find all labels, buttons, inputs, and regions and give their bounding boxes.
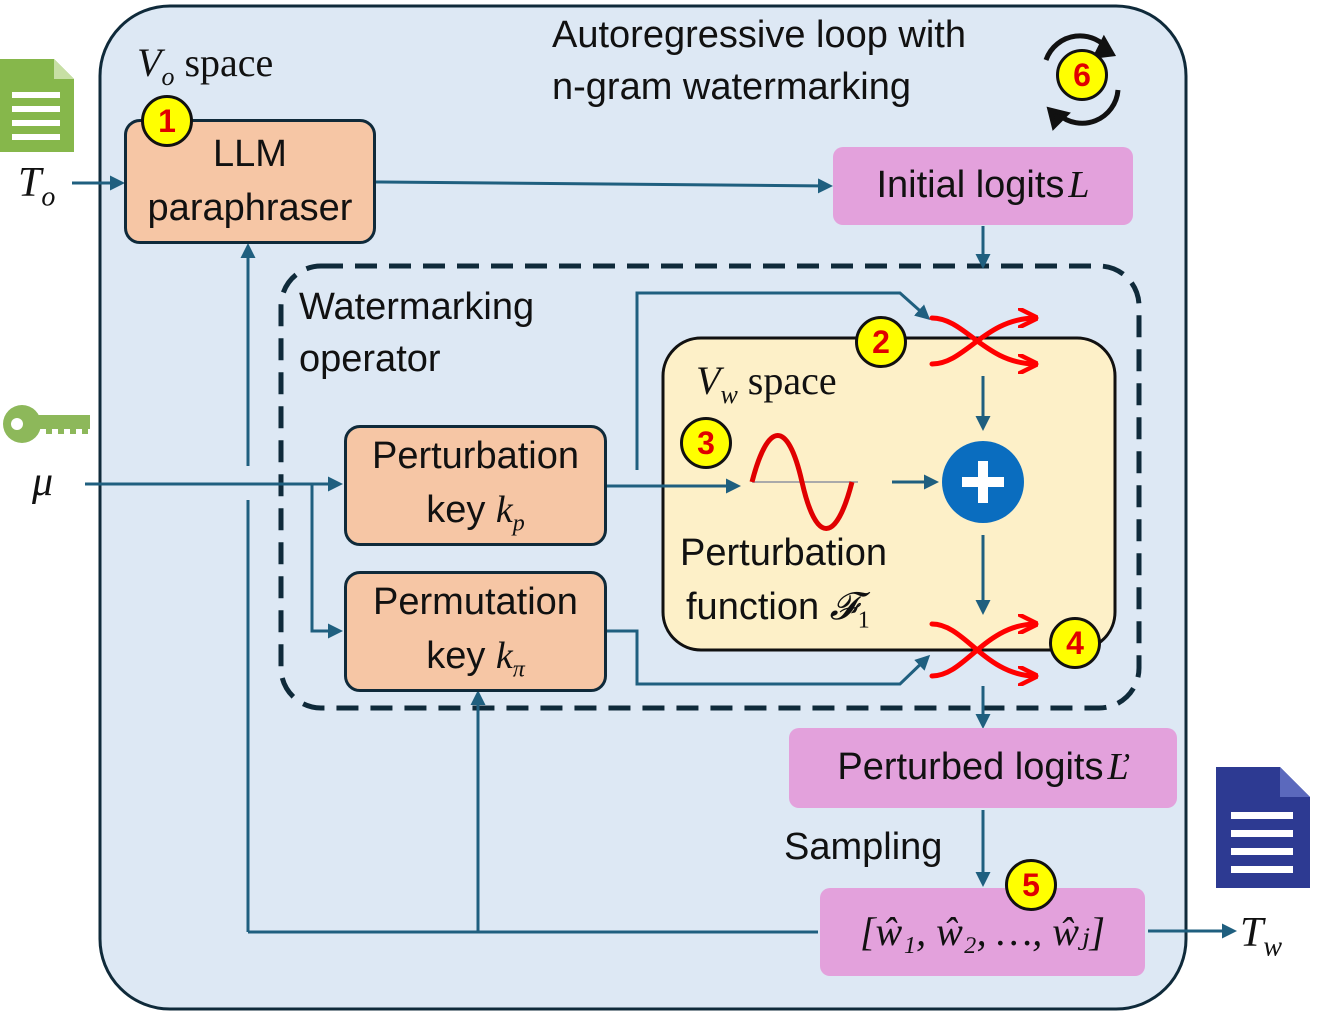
perturbation-key-box: Perturbation key kp [344,425,607,546]
perm-key-subscript: π [512,656,525,683]
sine-wave-icon [749,433,858,531]
permutation-bottom-icon [929,624,1039,676]
connector-arrows [72,175,1237,939]
tw-symbol: T [1240,910,1264,956]
step-badge-4: 4 [1049,617,1101,669]
sampling-label: Sampling [784,826,943,868]
vw-space-word: space [737,358,837,403]
pert-key-symbol: k [495,488,513,531]
output-document-icon [1216,767,1310,888]
loop-arrows-icon [1043,33,1121,131]
vo-space-label: Vo space [137,40,273,92]
step-badge-3: 3 [680,417,732,469]
diagram-title-line-2: n-gram watermarking [552,66,911,108]
initial-logits-text: Initial logits [876,164,1065,207]
pert-key-subscript: p [512,510,525,537]
perturbation-function-line-1: Perturbation [680,532,888,574]
initial-logits-symbol: L [1068,164,1090,207]
step-badge-6: 6 [1056,49,1108,101]
permutation-top-icon [929,318,1039,364]
perm-key-line-1: Permutation [373,581,578,624]
watermarking-operator-boundary [278,263,1142,711]
vw-space-label: Vw space [696,358,837,410]
step-badge-1: 1 [141,95,193,147]
vo-space-word: space [174,40,274,85]
pert-key-line-2: key kp [426,484,525,541]
sampled-tokens-text: [ŵ₁, ŵ₂, …, ŵⱼ] [859,909,1106,954]
input-document-icon [0,59,74,152]
perturbed-logits-box: Perturbed logits Ľ [789,728,1177,808]
pert-key-word: key [426,488,496,531]
diagram-title-line-1: Autoregressive loop with [552,14,966,56]
sampled-tokens-box: [ŵ₁, ŵ₂, …, ŵⱼ] [820,888,1145,976]
permutation-key-box: Permutation key kπ [344,571,607,692]
perm-key-line-2: key kπ [426,630,525,687]
llm-paraphraser-box: LLM paraphraser [124,119,376,244]
perm-key-symbol: k [495,634,513,677]
to-subscript: o [41,181,56,213]
vw-subscript: w [720,380,738,409]
pert-func-word: function [686,586,830,628]
vw-symbol: V [696,358,721,403]
perm-key-word: key [426,634,496,677]
step-badge-2: 2 [855,316,907,368]
watermarking-operator-line-1: Watermarking [299,286,535,328]
tw-subscript: w [1263,931,1283,963]
watermarking-operator-line-2: operator [299,338,441,380]
perturbed-logits-symbol: Ľ [1107,746,1129,789]
output-text-label: Tw [1240,908,1282,964]
llm-line-2: paraphraser [147,186,353,229]
pert-func-subscript: 1 [857,607,870,634]
step-badge-5: 5 [1005,859,1057,911]
perturbed-logits-text: Perturbed logits [837,746,1104,789]
pert-func-symbol: 𝓕 [829,586,858,628]
input-text-label: To [18,158,55,214]
mu-label: μ [32,459,54,505]
key-icon [3,405,90,443]
to-symbol: T [18,160,42,206]
vo-subscript: o [161,62,175,91]
vo-symbol: V [137,40,162,85]
plus-icon [942,441,1024,523]
perturbation-function-line-2: function 𝓕1 [686,586,870,635]
llm-line-1: LLM [213,133,287,176]
initial-logits-box: Initial logits L [833,147,1133,225]
pert-key-line-1: Perturbation [371,435,579,478]
